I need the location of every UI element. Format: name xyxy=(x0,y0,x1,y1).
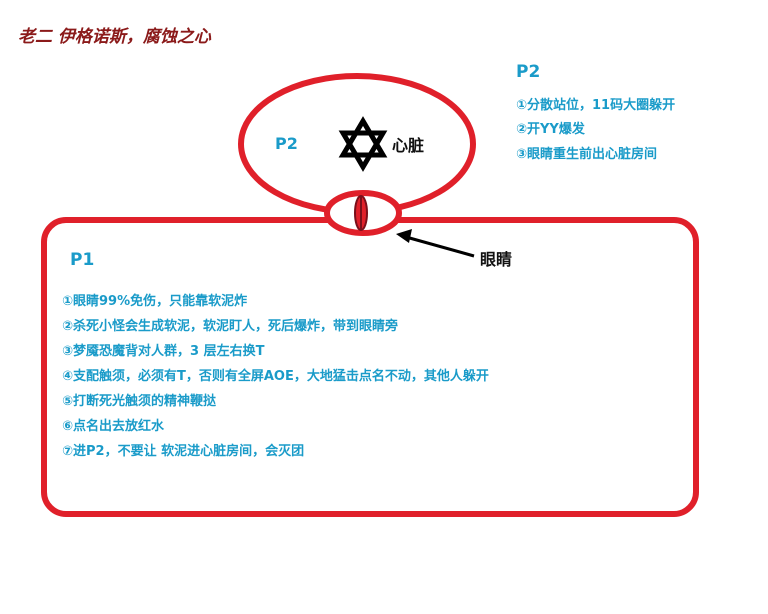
p1-note-item: ⑥点名出去放红水 xyxy=(62,419,165,434)
star-of-david-icon xyxy=(338,116,388,172)
p1-note-item: ③梦魇恐魔背对人群，3 层左右换T xyxy=(62,344,265,359)
p2-note-item: ②开YY爆发 xyxy=(516,122,585,137)
p1-note-item: ②杀死小怪会生成软泥，软泥盯人，死后爆炸，带到眼睛旁 xyxy=(62,319,399,334)
page-title: 老二 伊格诺斯，腐蚀之心 xyxy=(18,27,211,47)
p1-note-item: ④支配触须，必须有T，否则有全屏AOE，大地猛击点名不动，其他人躲开 xyxy=(62,369,489,384)
p1-room-heading: P1 xyxy=(70,250,95,270)
p2-note-item: ③眼睛重生前出心脏房间 xyxy=(516,147,658,162)
p2-note-item: ①分散站位，11码大圈躲开 xyxy=(516,98,676,113)
p1-note-item: ①眼睛99%免伤，只能靠软泥炸 xyxy=(62,294,248,309)
eye-label: 眼睛 xyxy=(480,250,513,269)
p2-notes-heading: P2 xyxy=(516,62,541,82)
arrow-left-icon xyxy=(396,229,475,258)
p2-room-label: P2 xyxy=(275,134,298,153)
p1-note-item: ⑦进P2，不要让 软泥进心脏房间，会灭团 xyxy=(62,444,305,459)
heart-label: 心脏 xyxy=(392,136,425,155)
p1-note-item: ⑤打断死光触须的精神鞭挞 xyxy=(62,394,217,409)
